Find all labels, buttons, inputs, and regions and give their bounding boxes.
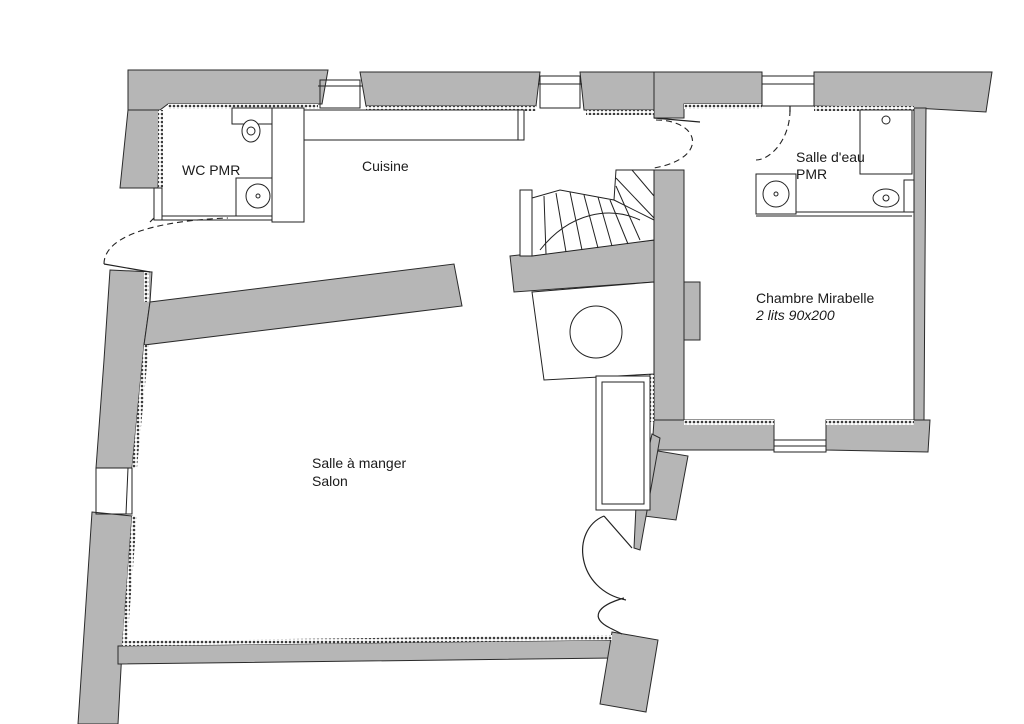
- wall-top-middle: [359, 71, 541, 107]
- insulation-left-upper: [158, 110, 163, 188]
- insulation-top-5: [814, 106, 914, 111]
- insulation-bedroom-top: [684, 420, 774, 425]
- walls: [77, 69, 993, 724]
- room-label-kitchen: Cuisine: [362, 158, 409, 174]
- wc-fixtures: [153, 107, 305, 223]
- wall-bedroom-right: [913, 107, 927, 421]
- window-top-shower: [761, 75, 815, 107]
- room-label-shower-line2: PMR: [796, 166, 828, 182]
- room-label-living-line2: Salon: [312, 473, 348, 489]
- insulation-top-2: [366, 106, 536, 111]
- door-swing-shower: [755, 109, 791, 161]
- insulation-left-door: [144, 272, 149, 302]
- wc-wall-thin: [153, 187, 163, 221]
- wall-top-right-b: [653, 71, 763, 119]
- wall-bottom-pillar: [599, 631, 659, 713]
- door-entrance-upper: [582, 515, 627, 601]
- round-table-icon: [569, 305, 623, 359]
- wc-drain-icon: [255, 193, 261, 199]
- window-top-wc: [319, 79, 361, 109]
- kitchen-counter: [303, 109, 525, 141]
- bench: [595, 375, 651, 511]
- wall-left-upper: [119, 109, 161, 189]
- staircase: [519, 169, 655, 257]
- wall-central: [653, 169, 685, 429]
- door-entrance-lower: [597, 597, 625, 629]
- windows: [95, 75, 827, 515]
- stair-left-rail: [519, 189, 533, 257]
- wall-chimney: [683, 281, 701, 341]
- room-label-wc: WC PMR: [182, 162, 241, 178]
- shower-fixtures: [755, 109, 915, 217]
- toilet-seat-icon: [246, 126, 256, 136]
- room-label-shower-line1: Salle d'eau: [796, 149, 865, 165]
- shower-wc-cabinet: [903, 179, 915, 213]
- door-swing-wc: [103, 217, 229, 265]
- door-swings: [103, 109, 791, 265]
- insulation-top-1: [168, 104, 318, 109]
- window-top-kitchen: [539, 75, 581, 109]
- insulation-top-3: [586, 110, 654, 115]
- insulation-bedroom-top-r: [826, 420, 914, 425]
- wc-partition: [271, 107, 305, 223]
- wall-diagonal-partition: [143, 263, 463, 346]
- room-label-living-line1: Salle à manger: [312, 455, 407, 471]
- wall-top-right-a: [579, 71, 655, 111]
- insulation-top-4: [684, 104, 762, 109]
- door-swing-kitchen: [653, 119, 694, 169]
- stair-outline: [531, 169, 655, 257]
- insulation-left-lower: [122, 516, 137, 646]
- room-label-bedroom-line2: 2 lits 90x200: [756, 307, 835, 323]
- door-leaves: [103, 106, 791, 635]
- room-label-bedroom-line1: Chambre Mirabelle: [756, 290, 875, 306]
- insulation-bottom: [122, 635, 612, 646]
- insulation-left-middle: [132, 345, 149, 468]
- shower-head-icon: [881, 115, 891, 125]
- wall-left-lower: [77, 511, 133, 724]
- round-table: [531, 281, 655, 381]
- window-left: [95, 467, 133, 515]
